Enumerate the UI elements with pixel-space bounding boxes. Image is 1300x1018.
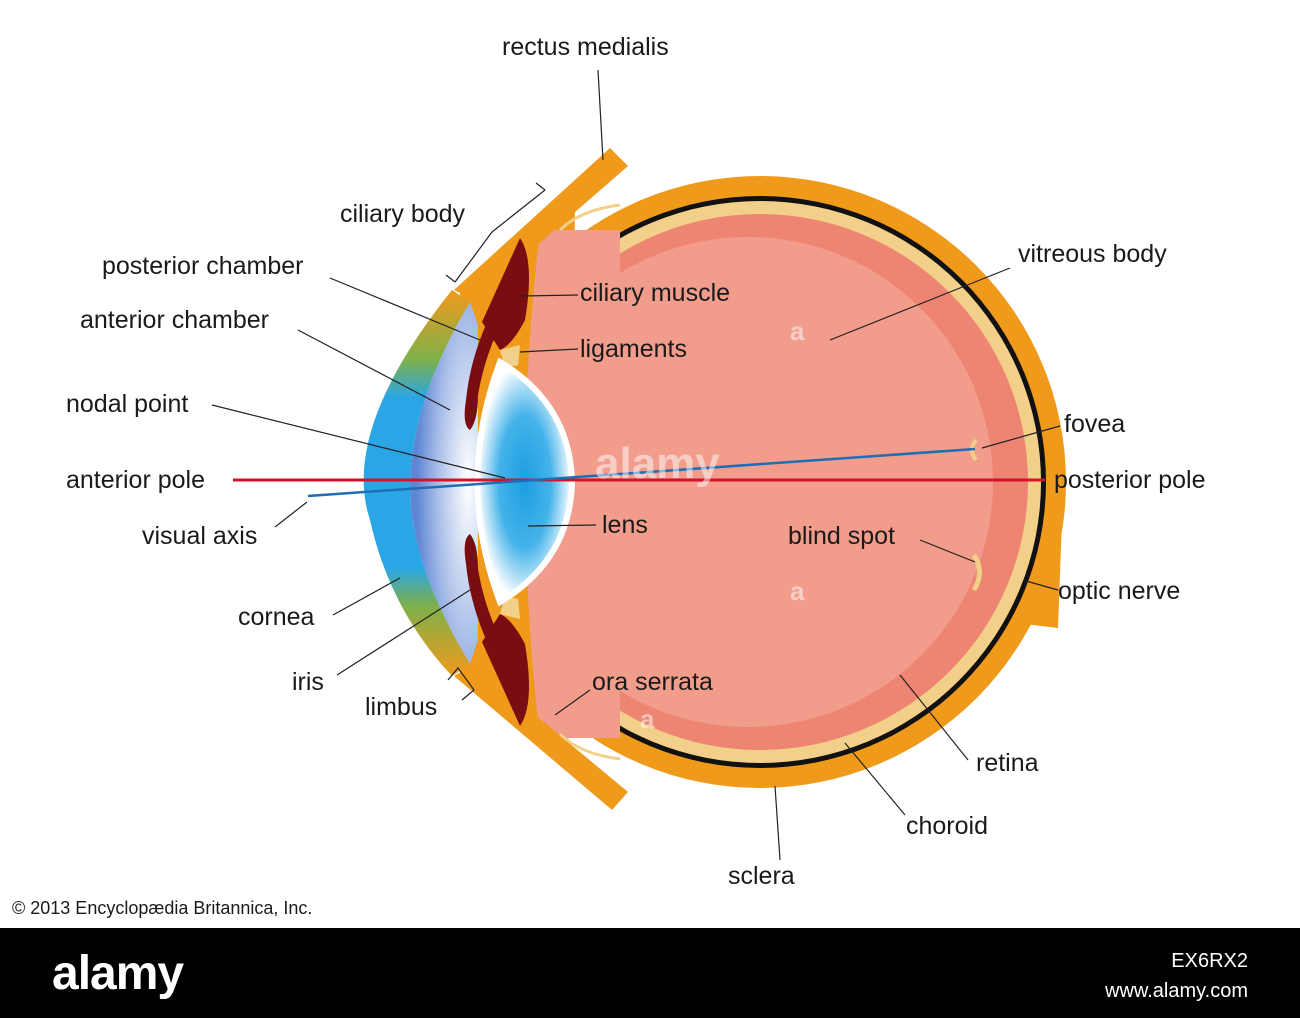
cornea-shape [363,290,470,676]
label-optic-nerve: optic nerve [1058,577,1180,605]
ciliary-muscle-shape [482,238,529,726]
label-ciliary-muscle: ciliary muscle [580,279,730,307]
label-sclera: sclera [728,862,795,890]
label-ciliary-body: ciliary body [340,200,466,228]
label-rectus-medialis: rectus medialis [502,33,669,61]
label-vitreous-body: vitreous body [1018,240,1167,268]
footer-bar: alamy EX6RX2 www.alamy.com [0,928,1300,1018]
iris-shape [464,320,498,644]
svg-text:a: a [790,576,805,606]
svg-text:a: a [790,316,805,346]
label-limbus: limbus [365,693,437,721]
footer-url: www.alamy.com [1105,980,1248,1002]
label-visual-axis: visual axis [142,522,257,550]
label-nodal-point: nodal point [66,390,188,418]
label-choroid: choroid [906,812,988,840]
lens-shape [474,357,576,607]
watermark-marks: alamy a a a [595,316,805,734]
alamy-logo: alamy [52,947,184,1000]
anterior-chamber-shape [409,302,478,664]
label-lens: lens [602,511,648,539]
label-posterior-chamber: posterior chamber [102,252,303,280]
label-fovea: fovea [1064,410,1125,438]
label-anterior-pole: anterior pole [66,466,205,494]
image-id: EX6RX2 [1171,950,1248,972]
label-blind-spot: blind spot [788,522,895,550]
label-ora-serrata: ora serrata [592,668,713,696]
label-ligaments: ligaments [580,335,687,363]
label-posterior-pole: posterior pole [1054,466,1205,494]
rectus-medialis-shape [454,148,628,810]
label-iris: iris [292,668,324,696]
label-retina: retina [976,749,1039,777]
label-anterior-chamber: anterior chamber [80,306,269,334]
svg-text:alamy: alamy [595,439,720,488]
leader-lines [211,69,1061,861]
visual-axis-line [307,447,976,498]
copyright-credit: © 2013 Encyclopædia Britannica, Inc. [12,898,313,918]
label-cornea: cornea [238,603,315,631]
eye-anatomy-diagram: alamy a a a rectus medialis ciliary body… [66,33,1205,890]
svg-text:a: a [640,704,655,734]
